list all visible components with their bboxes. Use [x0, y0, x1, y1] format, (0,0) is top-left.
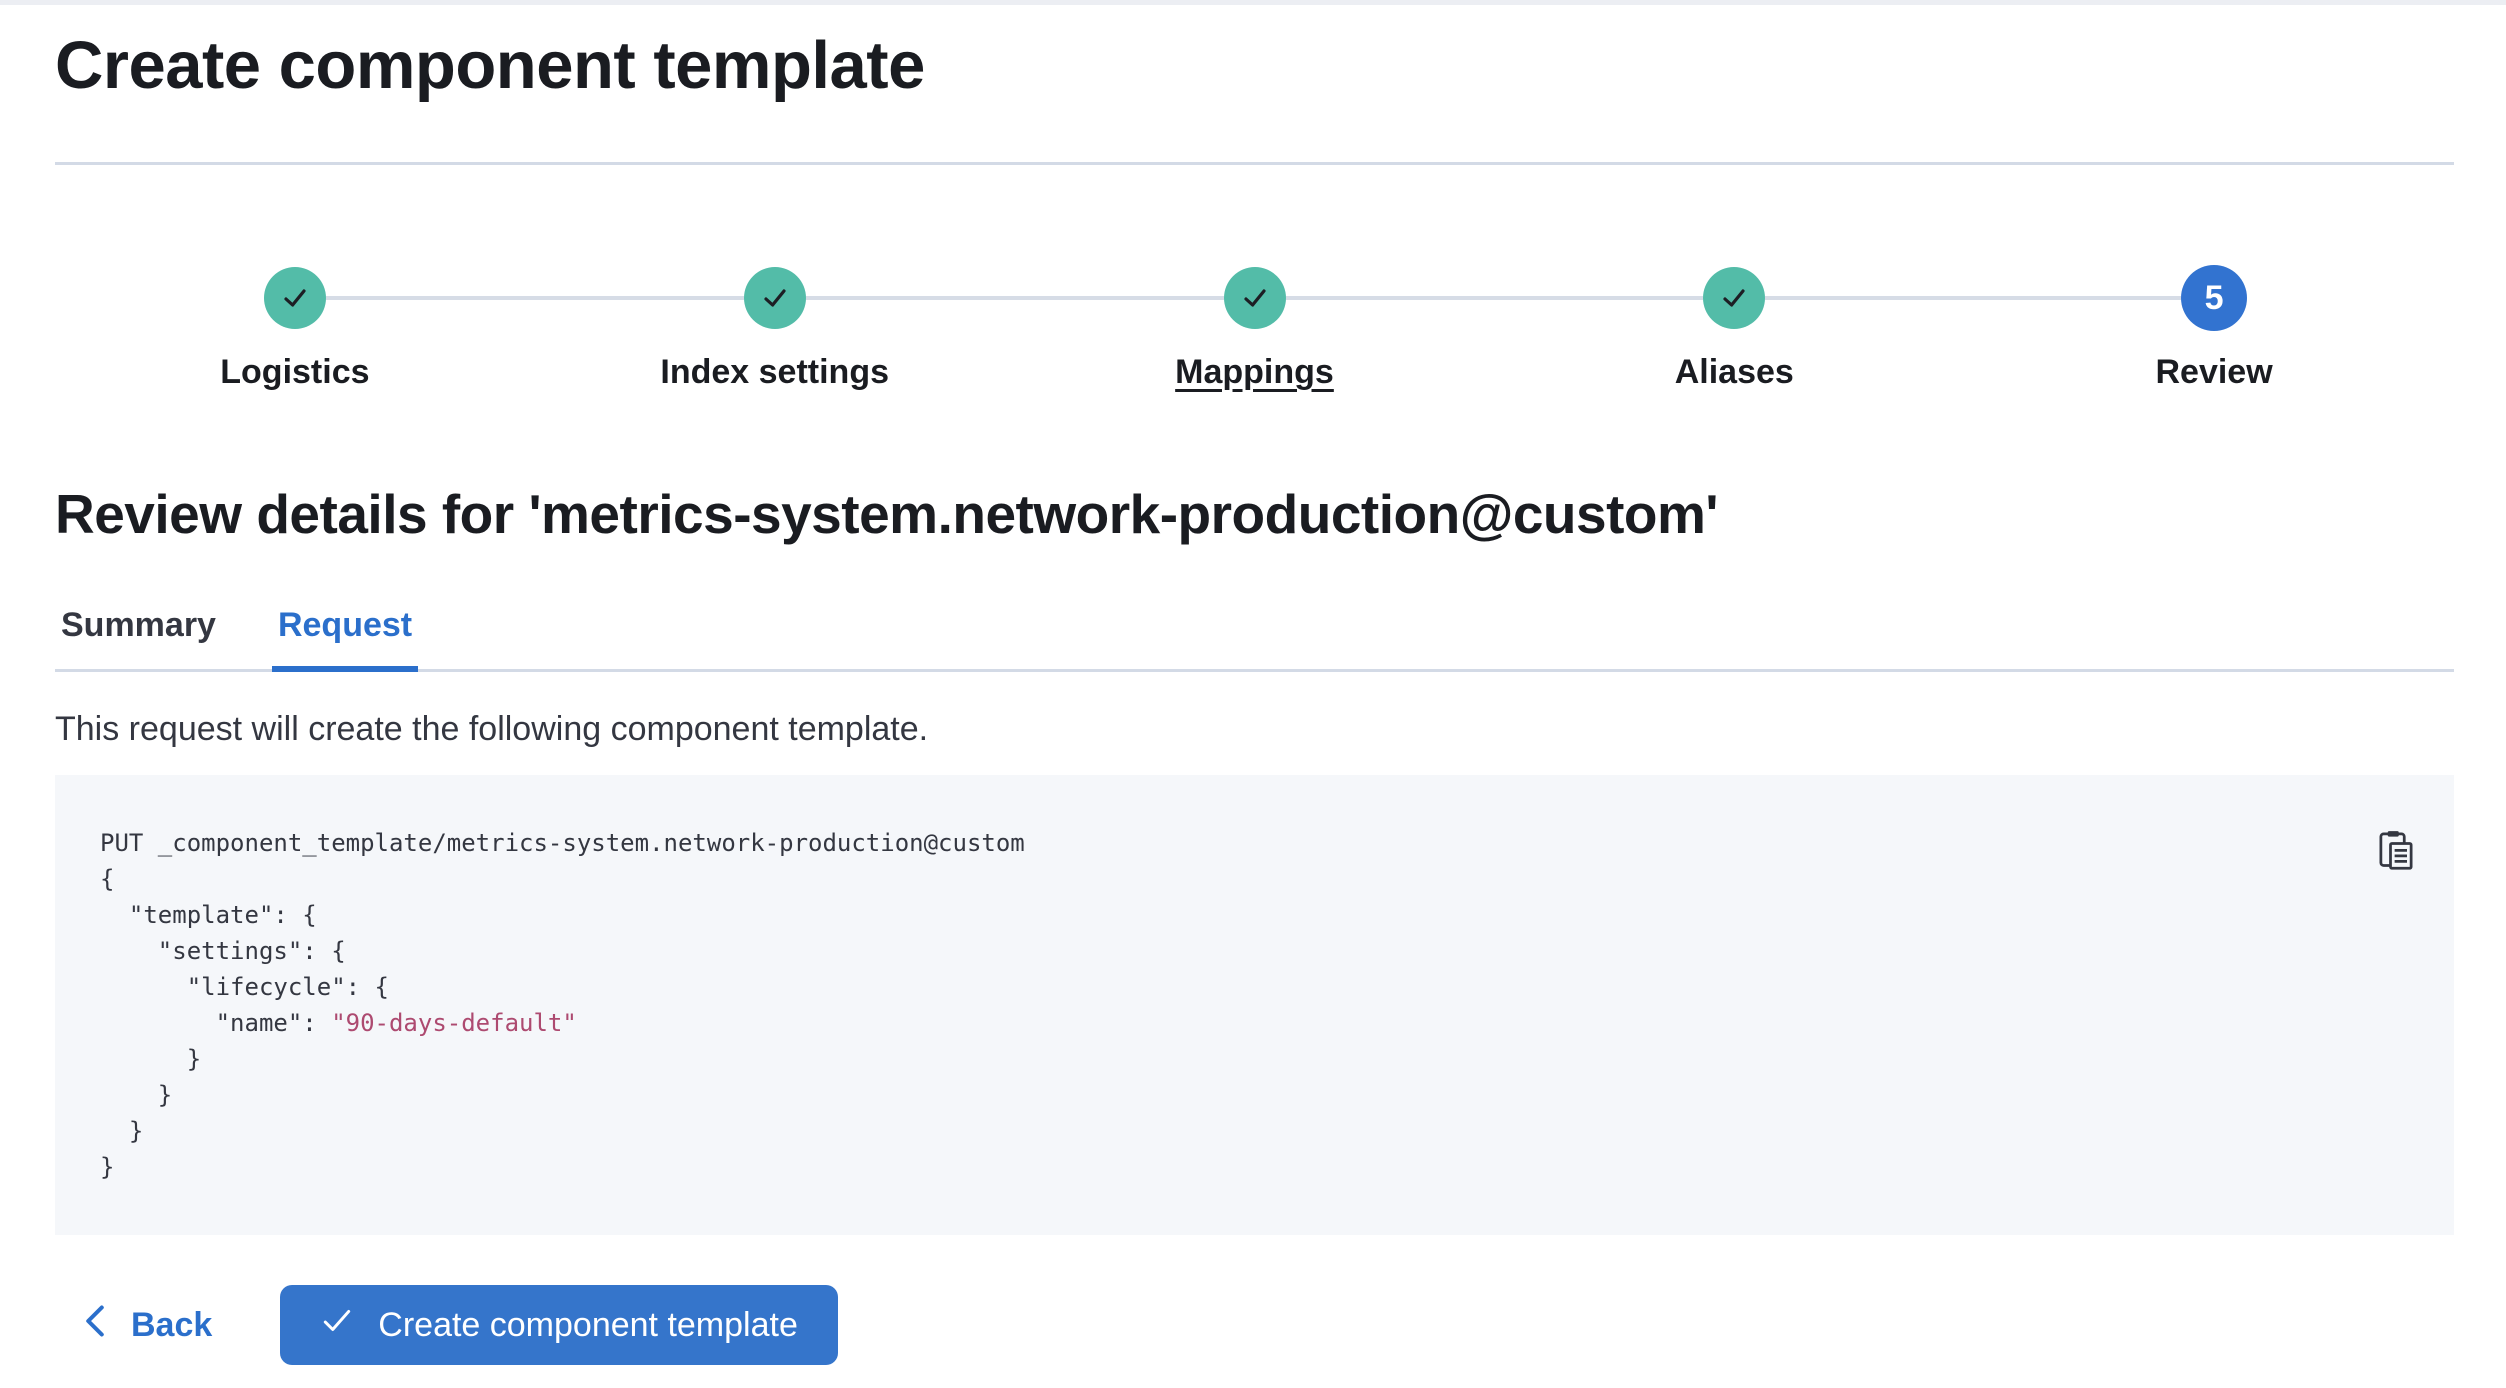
step-complete-check-icon[interactable]: [263, 267, 326, 329]
code-line: }: [100, 1153, 115, 1181]
create-button-label: Create component template: [378, 1305, 798, 1344]
step-logistics[interactable]: Logistics: [55, 265, 535, 392]
code-line: }: [100, 1081, 173, 1109]
step-track: [534, 265, 1015, 331]
code-line: {: [100, 865, 115, 893]
step-connector: [1014, 296, 1224, 300]
step-connector: [805, 296, 1015, 300]
request-code-block: PUT _component_template/metrics-system.n…: [55, 775, 2454, 1235]
chevron-left-icon: [81, 1303, 109, 1348]
review-tabs: Summary Request: [55, 606, 2454, 672]
step-mappings[interactable]: Mappings: [1014, 265, 1495, 392]
step-connector: [1494, 296, 1704, 300]
step-connector: [325, 296, 535, 300]
step-track: [55, 265, 535, 331]
step-complete-check-icon[interactable]: [1223, 267, 1286, 329]
wizard-footer: Back Create component template: [55, 1285, 2454, 1365]
code-line-put-request: PUT _component_template/metrics-system.n…: [100, 829, 1025, 857]
step-aliases[interactable]: Aliases: [1494, 265, 1975, 392]
code-string-value: "90-days-default": [331, 1009, 577, 1037]
header-divider: [55, 162, 2454, 165]
create-component-template-page: Create component template Logistics Inde…: [55, 27, 2454, 1365]
step-index-settings[interactable]: Index settings: [534, 265, 1015, 392]
step-number: 5: [2204, 278, 2224, 317]
window-top-edge: [0, 0, 2506, 5]
back-button-label: Back: [131, 1305, 213, 1344]
request-description: This request will create the following c…: [55, 710, 929, 748]
stepper: Logistics Index settings Mappings: [55, 265, 2454, 392]
step-complete-check-icon[interactable]: [743, 267, 806, 329]
tab-summary[interactable]: Summary: [61, 606, 216, 644]
code-key: "name":: [100, 1009, 332, 1037]
step-complete-check-icon[interactable]: [1703, 267, 1766, 329]
code-line: "template": {: [100, 901, 317, 929]
step-label-aliases[interactable]: Aliases: [1674, 353, 1794, 391]
copy-clipboard-icon: [2374, 831, 2418, 874]
step-label-mappings[interactable]: Mappings: [1175, 353, 1334, 391]
step-review-current: 5 Review: [1974, 265, 2454, 392]
step-number-badge: 5: [2181, 265, 2248, 331]
back-button[interactable]: Back: [55, 1303, 238, 1348]
step-label-logistics[interactable]: Logistics: [220, 353, 370, 391]
tab-request[interactable]: Request: [271, 606, 419, 672]
step-connector: [1765, 296, 1975, 300]
code-line: }: [100, 1117, 144, 1145]
code-line: "lifecycle": {: [100, 973, 389, 1001]
step-label-review: Review: [2155, 353, 2273, 391]
code-line: "settings": {: [100, 937, 346, 965]
page-title: Create component template: [55, 28, 925, 103]
step-label-index-settings[interactable]: Index settings: [660, 353, 889, 391]
step-track: [1494, 265, 1975, 331]
step-connector: [1974, 296, 2182, 300]
review-details-heading: Review details for 'metrics-system.netwo…: [55, 483, 1719, 545]
step-connector: [1285, 296, 1495, 300]
copy-to-clipboard-button[interactable]: [2374, 827, 2418, 874]
code-line: }: [100, 1045, 202, 1073]
create-component-template-button[interactable]: Create component template: [280, 1285, 838, 1365]
step-track: [1014, 265, 1495, 331]
code-line-name-value: "name": "90-days-default": [100, 1005, 2409, 1041]
step-connector: [534, 296, 744, 300]
step-track: 5: [1974, 265, 2454, 331]
check-icon: [320, 1304, 354, 1347]
